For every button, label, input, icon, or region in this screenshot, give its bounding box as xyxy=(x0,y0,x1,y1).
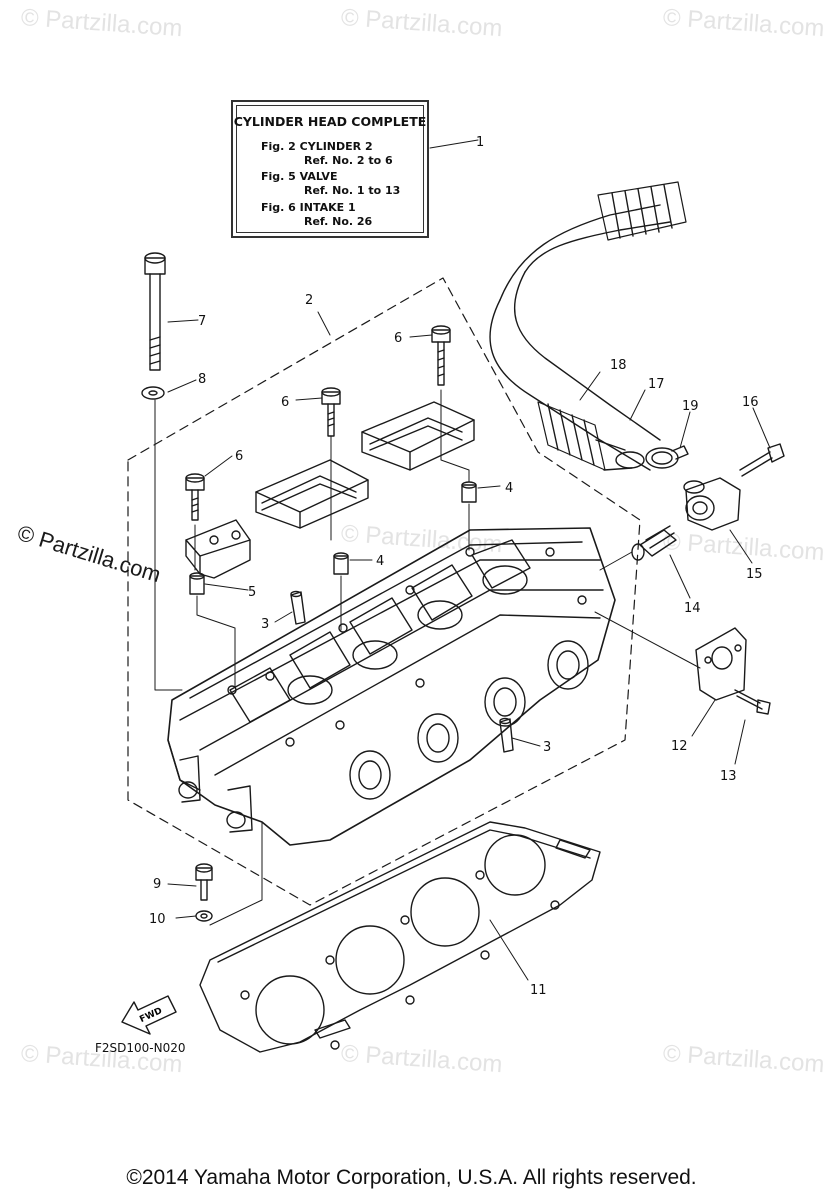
subassembly-dashed-outline xyxy=(127,277,641,906)
callout-14: 14 xyxy=(684,601,701,616)
legend-inner-border xyxy=(236,105,424,233)
fwd-label: FWD xyxy=(138,1006,164,1025)
cam-cap-small xyxy=(185,519,251,579)
pin-3-upper xyxy=(290,590,306,625)
cam-cap-middle xyxy=(255,459,369,529)
callout-9: 9 xyxy=(153,877,161,892)
callout-8: 8 xyxy=(198,372,206,387)
dowel-4-middle xyxy=(333,552,349,575)
legend-line-ref6: Ref. No. 26 xyxy=(304,215,373,228)
bolt-9 xyxy=(195,863,213,901)
callout-4-middle: 4 xyxy=(376,554,384,569)
clamp-19 xyxy=(645,445,689,469)
legend-line-fig5: Fig. 5 VALVE xyxy=(261,170,338,183)
callout-13: 13 xyxy=(720,769,737,784)
fitting-14 xyxy=(599,525,677,571)
callout-3-lower: 3 xyxy=(543,740,551,755)
callout-6-right: 6 xyxy=(394,331,402,346)
legend-line-ref5: Ref. No. 1 to 13 xyxy=(304,184,401,197)
housing-15 xyxy=(683,477,741,531)
washer-8 xyxy=(141,386,165,400)
legend-box: CYLINDER HEAD COMPLETE Fig. 2 CYLINDER 2… xyxy=(231,100,429,238)
callout-5: 5 xyxy=(248,585,256,600)
callout-1: 1 xyxy=(476,135,484,150)
pin-3-lower xyxy=(499,717,514,753)
callout-6-left: 6 xyxy=(235,449,243,464)
callout-7: 7 xyxy=(198,314,206,329)
callout-3-upper: 3 xyxy=(261,617,269,632)
callout-10: 10 xyxy=(149,912,166,927)
dowel-4-right xyxy=(461,481,477,503)
bolt-6-right xyxy=(431,325,451,386)
bolt-7-long xyxy=(144,252,166,371)
cover-plate-12 xyxy=(594,611,747,701)
callout-12: 12 xyxy=(671,739,688,754)
callout-17: 17 xyxy=(648,377,665,392)
bolt-6-left xyxy=(185,473,205,521)
callout-2: 2 xyxy=(305,293,313,308)
cam-cap-right xyxy=(361,401,475,471)
callout-18: 18 xyxy=(610,358,627,373)
cylinder-head-body xyxy=(167,527,616,846)
callout-6-middle: 6 xyxy=(281,395,289,410)
dowel-5 xyxy=(189,572,205,595)
head-gasket-11 xyxy=(199,821,601,1053)
figure-code: F2SD100-N020 xyxy=(95,1041,186,1055)
washer-10 xyxy=(195,910,213,922)
callout-11: 11 xyxy=(530,983,547,998)
copyright-footer: ©2014 Yamaha Motor Corporation, U.S.A. A… xyxy=(126,1166,697,1189)
callout-4-right: 4 xyxy=(505,481,513,496)
callout-15: 15 xyxy=(746,567,763,582)
bolt-6-middle xyxy=(321,387,341,437)
callout-19: 19 xyxy=(682,399,699,414)
legend-title: CYLINDER HEAD COMPLETE xyxy=(233,114,427,129)
fwd-arrow-icon xyxy=(121,995,177,1035)
legend-line-ref2: Ref. No. 2 to 6 xyxy=(304,154,393,167)
legend-line-fig6: Fig. 6 INTAKE 1 xyxy=(261,201,356,214)
legend-line-fig2: Fig. 2 CYLINDER 2 xyxy=(261,140,373,153)
bolt-16 xyxy=(739,443,785,477)
screw-13 xyxy=(734,689,771,715)
callout-16: 16 xyxy=(742,395,759,410)
hose-pipe-assembly xyxy=(489,181,687,471)
